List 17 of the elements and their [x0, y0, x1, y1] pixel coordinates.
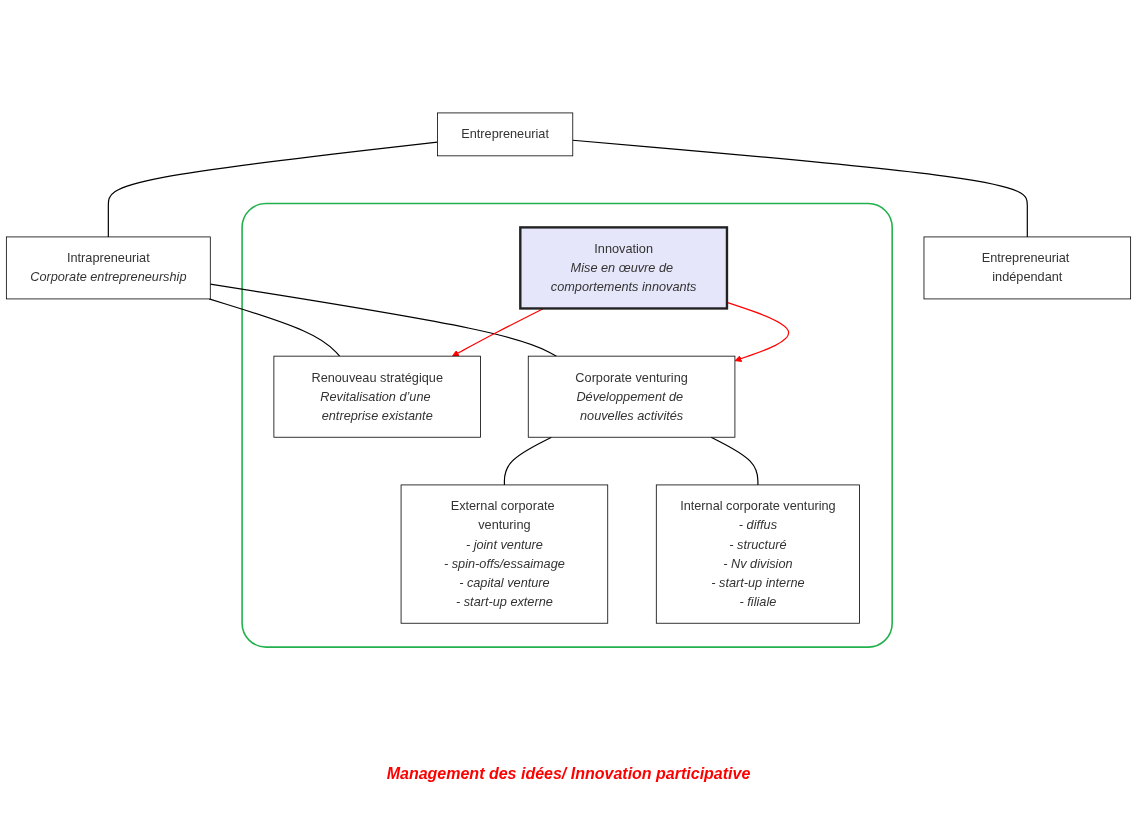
node-box: External corporate venturing - joint venture - spin-offs/essaimage - capital venture - start-up externe [400, 484, 609, 624]
connector [209, 283, 558, 357]
connector [503, 436, 553, 486]
node-box: Intrapreneuriat Corporate entrepreneurship [5, 236, 211, 300]
node-box: Internal corporate venturing - diffus - structuré - Nv division - start-up interne - filiale [655, 484, 860, 624]
connector [107, 141, 438, 238]
arrow [726, 301, 790, 362]
connector [208, 298, 341, 357]
node-box: Renouveau stratégique Revitalisation d’une entreprise existante [273, 355, 481, 438]
connector [710, 436, 759, 486]
node-box: Entrepreneuriat indépendant [923, 236, 1132, 300]
group-caption: Management des idées/ Innovation participative [385, 765, 752, 783]
cluster [241, 202, 893, 648]
connector [572, 139, 1028, 238]
node-box: Corporate venturing Développement de nouvelles activités [527, 355, 736, 438]
node-box: Entrepreneuriat [437, 112, 574, 157]
node-box: Innovation Mise en œuvre de comportements innovants [519, 226, 729, 310]
